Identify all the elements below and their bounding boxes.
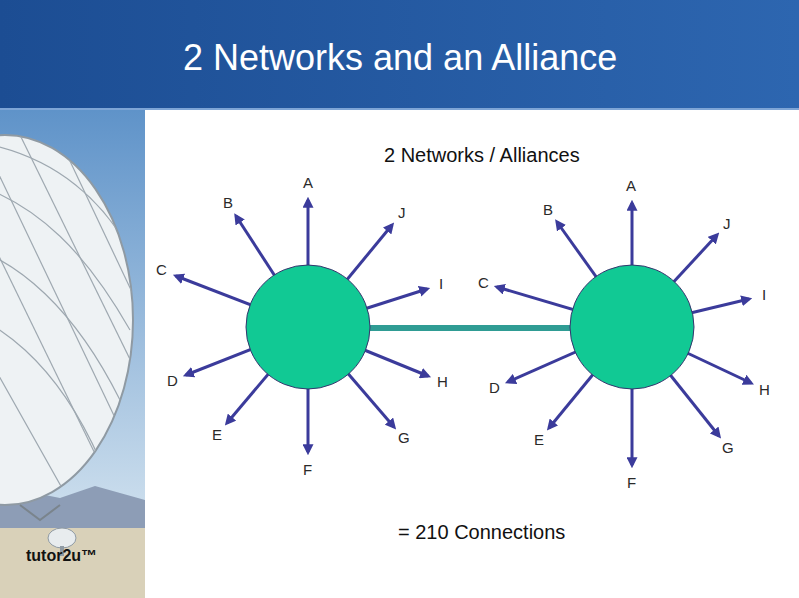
- partner-letter: F: [627, 474, 636, 491]
- telescope-photo: [0, 528, 145, 598]
- telescope-photo: [0, 180, 130, 330]
- text-slot: I: [762, 286, 766, 303]
- text-slot: G: [722, 439, 734, 456]
- header-band: [0, 0, 799, 110]
- partner-letter: F: [303, 461, 312, 478]
- partner-letter: A: [303, 174, 313, 191]
- partner-letter: E: [534, 431, 544, 448]
- text-slot: D: [167, 372, 178, 389]
- text-slot: H: [759, 381, 770, 398]
- network-hub: [246, 265, 370, 389]
- text-slot: 2 Networks / Alliances: [384, 144, 580, 167]
- network-hub: [246, 265, 694, 389]
- partner-letter: A: [626, 177, 636, 194]
- partner-letter: G: [398, 429, 410, 446]
- telescope-photo: [0, 240, 120, 400]
- partner-letter: I: [439, 275, 443, 292]
- content-area: [145, 110, 799, 598]
- text-slot: A: [303, 174, 313, 191]
- text-slot: E: [212, 426, 222, 443]
- telescope-photo: [0, 300, 100, 460]
- partner-letter: C: [156, 261, 167, 278]
- text-slot: J: [723, 215, 731, 232]
- telescope-photo: [0, 110, 145, 598]
- text-slot: A: [626, 177, 636, 194]
- text-slot: D: [489, 379, 500, 396]
- telescope-photo: [0, 140, 135, 260]
- text-slot: E: [534, 431, 544, 448]
- brand-mark: tutor2u™: [26, 547, 97, 565]
- telescope-photo: [0, 135, 120, 505]
- text-slot: 2 Networks and an Alliance: [183, 37, 617, 78]
- network-hub: [570, 265, 694, 389]
- partner-letter: E: [212, 426, 222, 443]
- header-band: [0, 0, 799, 110]
- text-slot: C: [478, 274, 489, 291]
- slide-title: 2 Networks and an Alliance: [183, 37, 617, 78]
- text-slot: H: [437, 373, 448, 390]
- telescope-photo: [0, 135, 145, 520]
- telescope-photo: [0, 135, 140, 470]
- partner-letter: D: [489, 379, 500, 396]
- telescope-photo: [0, 200, 80, 520]
- partner-letter: J: [723, 215, 731, 232]
- alliance-link: [370, 325, 570, 331]
- partner-letter: D: [167, 372, 178, 389]
- partner-letter: H: [437, 373, 448, 390]
- partner-letter: B: [223, 194, 233, 211]
- partner-letter: C: [478, 274, 489, 291]
- telescope-photo: [20, 505, 60, 520]
- text-slot: B: [223, 194, 233, 211]
- partner-letter: B: [543, 201, 553, 218]
- telescope-photo: [0, 135, 133, 505]
- connection-total: = 210 Connections: [398, 521, 565, 544]
- text-slot: J: [398, 204, 406, 221]
- text-slot: F: [303, 461, 312, 478]
- connection-arrow: [176, 200, 751, 465]
- text-slot: C: [156, 261, 167, 278]
- telescope-photo: [20, 135, 145, 400]
- partner-letter: H: [759, 381, 770, 398]
- telescope-photo: [48, 528, 76, 548]
- text-slot: G: [398, 429, 410, 446]
- partner-letter: G: [722, 439, 734, 456]
- diagram-heading: 2 Networks / Alliances: [384, 144, 580, 167]
- partner-letter: I: [762, 286, 766, 303]
- partner-letter: J: [398, 204, 406, 221]
- telescope-photo: [60, 140, 145, 330]
- header-band: [0, 108, 799, 110]
- text-slot: B: [543, 201, 553, 218]
- text-slot: tutor2u™: [26, 547, 97, 565]
- text-slot: = 210 Connections: [398, 521, 565, 544]
- alliance-link: [370, 325, 570, 331]
- text-slot: I: [439, 275, 443, 292]
- text-slot: F: [627, 474, 636, 491]
